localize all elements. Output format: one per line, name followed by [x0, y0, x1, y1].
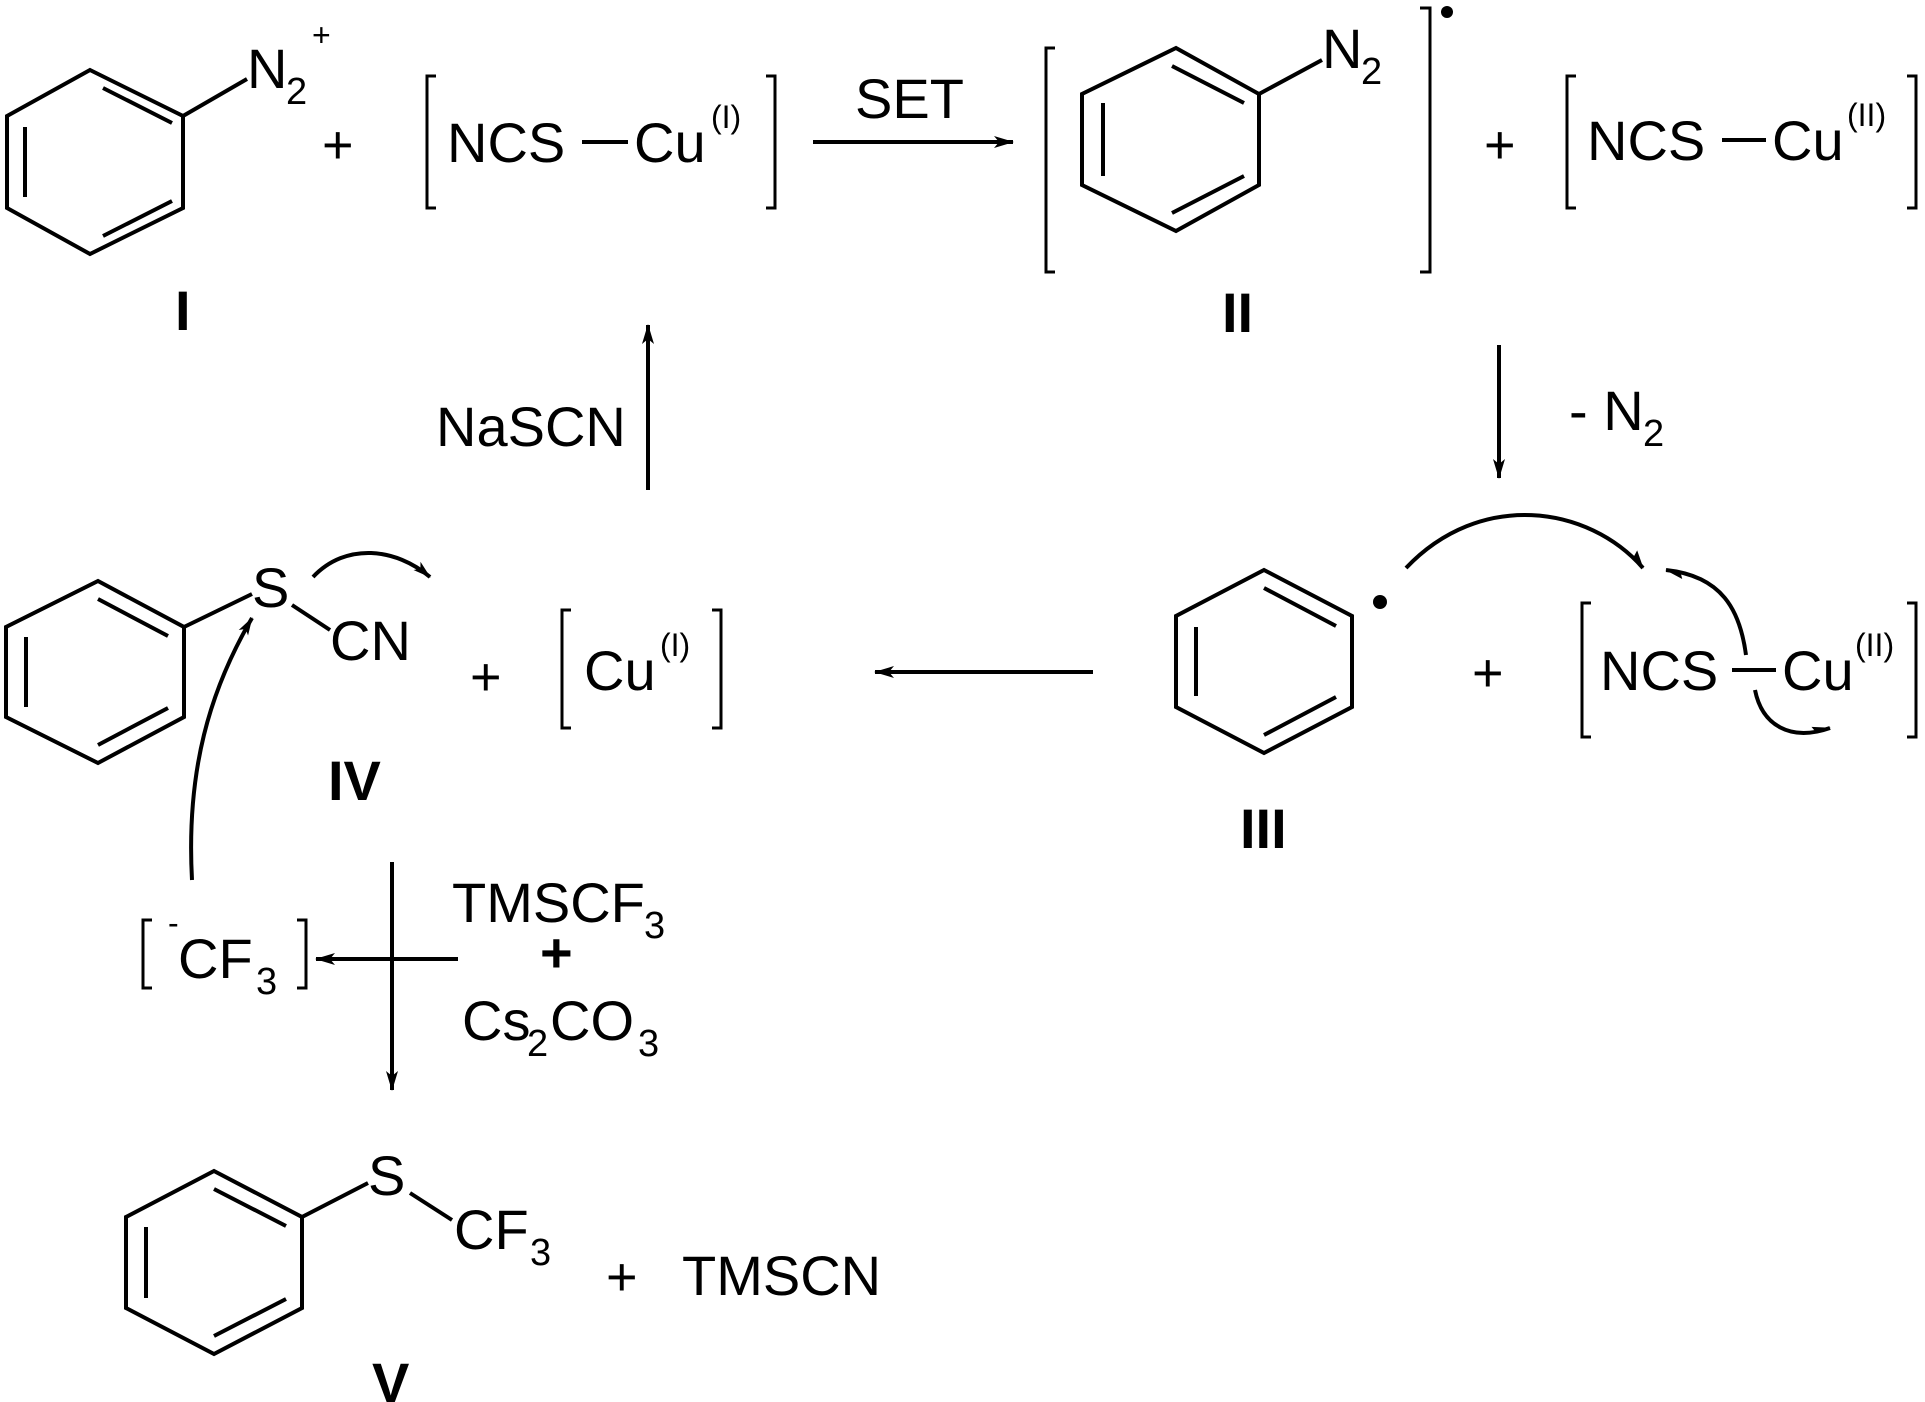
tmscf3-reagents: TMSCF 3 + Cs 2 CO 3: [452, 871, 665, 1065]
plus-sign: +: [470, 647, 502, 707]
svg-text:TMSCF: TMSCF: [452, 871, 645, 934]
svg-text:CF: CF: [178, 927, 253, 990]
svg-text:Cs: Cs: [462, 989, 530, 1052]
svg-text:(II): (II): [1847, 97, 1886, 133]
plus-sign: +: [606, 1247, 638, 1307]
svg-text:CO: CO: [550, 989, 634, 1052]
label-II: II: [1222, 281, 1253, 344]
svg-text:3: 3: [638, 1023, 659, 1065]
trifluoromethyl-group: CF: [454, 1198, 529, 1261]
nascn-label: NaSCN: [436, 395, 626, 458]
positive-charge: +: [312, 17, 331, 53]
svg-text:NCS: NCS: [1600, 639, 1718, 702]
svg-text:+: +: [540, 921, 573, 984]
label-I: I: [175, 279, 191, 342]
radical-dot: [1441, 6, 1453, 18]
cyano-group: CN: [330, 609, 411, 672]
svg-text:(I): (I): [660, 627, 690, 663]
ncs-cu2-complex-b: NCS Cu (II): [1580, 601, 1918, 739]
radical-dot: [1373, 595, 1387, 609]
svg-text:Cu: Cu: [584, 639, 656, 702]
loss-of-n2-arrow: - N 2: [1493, 345, 1664, 479]
svg-text:2: 2: [1643, 413, 1664, 455]
cf3-attack-arrow: [189, 616, 254, 881]
benzene-ring: [3, 578, 186, 766]
benzene-ring: [5, 67, 185, 257]
svg-text:2: 2: [527, 1023, 548, 1065]
diazonium-n-subscript: 2: [286, 71, 307, 113]
svg-text:(II): (II): [1855, 627, 1894, 663]
benzene-ring: [1080, 45, 1261, 234]
label-III: III: [1240, 797, 1287, 860]
sulfur-atom: S: [252, 556, 289, 619]
ncs-cu1-complex: NCS Cu (I): [425, 74, 777, 210]
fishhook-arrows: [1404, 513, 1831, 735]
benzene-ring: [1174, 567, 1354, 756]
svg-text:Cu: Cu: [1782, 639, 1854, 702]
svg-text:(I): (I): [711, 99, 741, 135]
compound-V: S CF 3 V: [124, 1144, 551, 1402]
svg-text:Cu: Cu: [1772, 109, 1844, 172]
diazonium-n: N: [247, 37, 287, 100]
compound-IV: S CN IV: [3, 551, 432, 812]
compound-I: N 2 + I: [5, 17, 331, 342]
negative-charge: -: [168, 905, 179, 941]
label-V: V: [372, 1351, 409, 1402]
cu1-species: Cu (I): [560, 608, 723, 730]
svg-text:NCS: NCS: [447, 111, 565, 174]
sulfur-atom: S: [368, 1144, 405, 1207]
svg-text:3: 3: [644, 905, 665, 947]
svg-text:2: 2: [1361, 51, 1382, 93]
plus-sign: +: [1472, 643, 1504, 703]
plus-sign: +: [1484, 115, 1516, 175]
set-label: SET: [855, 67, 964, 130]
tmscf3-arrows: [315, 862, 458, 1091]
label-IV: IV: [328, 749, 381, 812]
svg-text:3: 3: [256, 961, 277, 1003]
minus-n2-label: - N: [1569, 379, 1644, 442]
tmscn-byproduct: TMSCN: [682, 1244, 881, 1307]
svg-text:Cu: Cu: [634, 111, 706, 174]
svg-text:3: 3: [530, 1232, 551, 1274]
nascn-arrow: NaSCN: [436, 324, 654, 490]
compound-II: N 2 II: [1044, 6, 1453, 344]
plus-sign: +: [322, 115, 354, 175]
svg-text:NCS: NCS: [1587, 109, 1705, 172]
compound-III: III: [1174, 567, 1387, 860]
cf3-anion: - CF 3: [141, 905, 308, 1003]
ncs-cu2-complex: NCS Cu (II): [1565, 74, 1918, 210]
set-arrow: SET: [813, 67, 1014, 148]
diazenyl-n: N: [1322, 17, 1362, 80]
benzene-ring: [124, 1168, 304, 1357]
